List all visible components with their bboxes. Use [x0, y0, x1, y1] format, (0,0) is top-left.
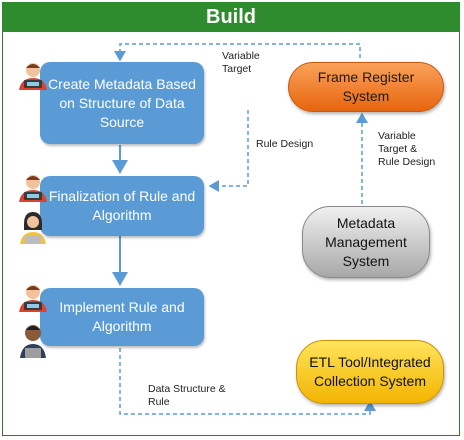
frame-register-label: Frame Register System: [317, 69, 415, 104]
label-variable-target-rule-design: Variable Target & Rule Design: [378, 130, 436, 168]
finalization-label: Finalization of Rule and Algorithm: [48, 188, 196, 223]
create-metadata-label: Create Metadata Based on Structure of Da…: [48, 75, 196, 130]
person-headset-icon: [19, 63, 47, 90]
arrow-rule-design: [208, 110, 249, 192]
implement-box: Implement Rule and Algorithm: [40, 288, 204, 346]
implement-label: Implement Rule and Algorithm: [59, 299, 185, 334]
finalization-box: Finalization of Rule and Algorithm: [40, 176, 204, 236]
label-data-structure-rule: Data Structure & Rule: [148, 383, 226, 408]
metadata-management-system: Metadata Management System: [302, 206, 430, 278]
person-headset-icon: [19, 175, 47, 202]
person-headset-icon: [19, 285, 47, 312]
diagram-title: Build: [2, 2, 460, 32]
person-laptop-icon: [20, 212, 46, 244]
metadata-management-label: Metadata Management System: [325, 214, 407, 269]
arrow-variable-target: [114, 43, 361, 62]
label-variable-target: Variable Target: [222, 50, 260, 75]
frame-register-system: Frame Register System: [288, 62, 444, 112]
etl-label: ETL Tool/Integrated Collection System: [309, 354, 431, 389]
label-rule-design: Rule Design: [256, 138, 314, 150]
person-laptop-icon: [20, 325, 46, 358]
etl-system: ETL Tool/Integrated Collection System: [296, 340, 444, 404]
create-metadata-box: Create Metadata Based on Structure of Da…: [40, 62, 204, 144]
arrow-data-structure-rule: [119, 348, 376, 415]
